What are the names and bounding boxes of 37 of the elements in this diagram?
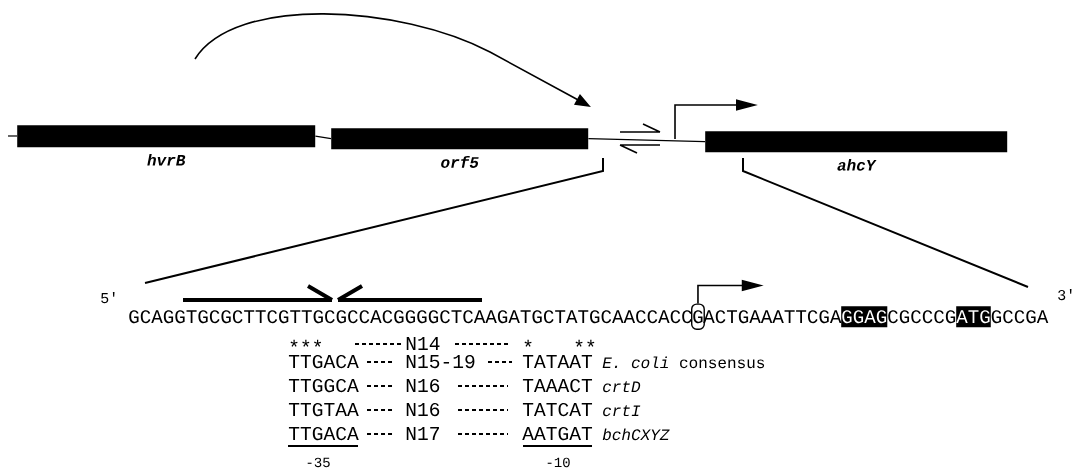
promoter-sequence: TATAAT <box>522 355 593 368</box>
end-label: 5' <box>101 292 115 304</box>
sequence-text: GCAGGTGCGCTTCGTTGCGCCACGGGGCTCAAGATGCTATGCAACCACC <box>129 310 692 324</box>
node-label: hvrB <box>147 153 186 166</box>
promoter-sequence: TTGACA <box>288 354 359 369</box>
conservation-marks: *** <box>290 339 322 347</box>
promoter-sequence: TTGGCA <box>288 378 359 393</box>
gene-name: bchCXYZ <box>602 428 670 441</box>
spacer-label: N15-19 <box>406 354 475 369</box>
position-label: -35 <box>307 457 330 468</box>
backbone-line <box>314 135 332 140</box>
spacer-label: N16 <box>406 402 440 417</box>
promoter-sequence: TTGACA <box>288 426 359 441</box>
gene-name: E. coli consensus <box>602 356 765 369</box>
highlighted-sequence: ATG <box>956 306 991 328</box>
promoter-sequence: TTGTAA <box>288 402 359 417</box>
promoter-sequence: TATCAT <box>522 402 593 417</box>
spacer-label: N16 <box>406 378 440 393</box>
spacer-label: N14 <box>406 337 440 350</box>
gene-box: ahcY <box>705 131 1008 171</box>
conservation-marks: * <box>524 339 532 347</box>
node-label: orf5 <box>441 155 479 168</box>
backbone-line <box>587 138 706 143</box>
conservation-marks: ** <box>575 339 595 347</box>
promoter-sequence: TAAACT <box>522 378 593 393</box>
gene-box: hvrB <box>17 125 316 166</box>
gene-name: crtI <box>603 405 641 417</box>
end-label: 3' <box>1058 289 1072 301</box>
circled-base: G <box>691 303 705 330</box>
position-label: -10 <box>547 457 570 468</box>
promoter-sequence: AATGAT <box>522 426 593 441</box>
node-label: ahcY <box>837 158 877 171</box>
spacer-label: N17 <box>406 427 439 440</box>
highlighted-sequence: GGAG <box>841 306 888 328</box>
gene-box: orf5 <box>331 128 589 168</box>
sequence-text: CGCCCG <box>888 310 956 324</box>
gene-name: crtD <box>603 381 641 393</box>
